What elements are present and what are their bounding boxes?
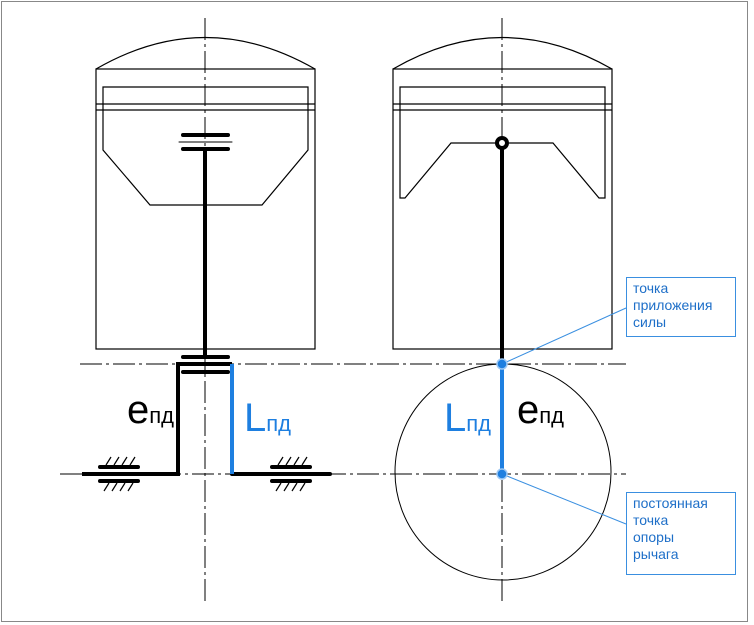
L-symbol: L [444, 396, 467, 440]
subscript: пд [266, 411, 291, 436]
callout-line: рычага [633, 546, 679, 562]
right-e-label: eпд [517, 390, 564, 430]
e-symbol: e [127, 388, 150, 432]
left-L-label: Lпд [244, 398, 291, 438]
callout-line: приложения [633, 297, 713, 313]
subscript: пд [539, 403, 564, 428]
centerlines [60, 18, 626, 602]
pivot-point [496, 468, 508, 480]
callout-pivot-point: постоянная точка опоры рычага [626, 492, 736, 575]
callout-line: точка [633, 512, 669, 528]
left-e-label: eпд [127, 390, 174, 430]
left-crank [82, 355, 332, 476]
callout-line: силы [633, 314, 667, 330]
subscript: пд [149, 403, 174, 428]
right-L-label: Lпд [444, 398, 491, 438]
subscript: пд [466, 411, 491, 436]
L-symbol: L [244, 396, 267, 440]
force-application-point [496, 358, 508, 370]
left-piston [95, 36, 316, 350]
main-bearings [98, 456, 312, 492]
callout-line: постоянная [633, 495, 708, 511]
callout-line: точка [633, 280, 669, 296]
e-symbol: e [517, 388, 540, 432]
callout-line: опоры [633, 529, 675, 545]
callout-force-point: точка приложения силы [626, 277, 736, 337]
leader-lines [501, 307, 627, 525]
piston-pin-joint [495, 136, 509, 150]
